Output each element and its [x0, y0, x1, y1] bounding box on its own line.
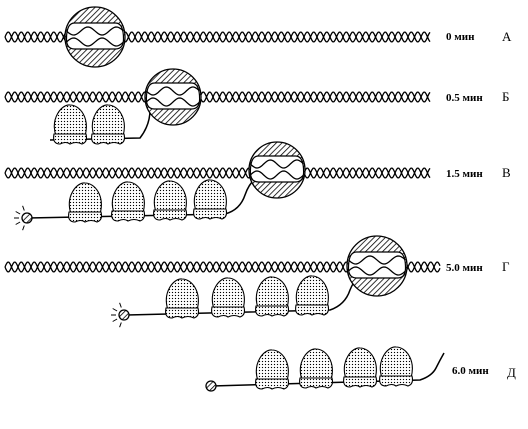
stage-letter-e: Д	[507, 365, 516, 380]
dna-strand	[4, 167, 431, 179]
mrna-cap	[14, 205, 33, 231]
dna-strand	[66, 37, 124, 47]
ribosome-large-subunit	[91, 104, 125, 137]
ribosome-small-subunit	[295, 304, 330, 316]
ribosome	[211, 277, 246, 318]
ribosome-small-subunit	[255, 378, 290, 390]
ribosome-small-subunit	[193, 208, 228, 220]
ribosome-large-subunit	[211, 277, 245, 310]
ribosome-large-subunit	[111, 181, 145, 214]
time-label-c: 1.5 мин	[446, 168, 483, 180]
ribosome-large-subunit	[255, 276, 289, 309]
ribosome-small-subunit	[165, 307, 200, 319]
mrna-strand	[211, 352, 445, 387]
glow-ray	[15, 211, 21, 215]
cap-dot	[21, 212, 33, 224]
dna-strand	[145, 97, 200, 107]
glow-ray	[119, 302, 122, 308]
ribosome-large-subunit	[193, 179, 227, 212]
rna-polymerase	[248, 141, 306, 199]
dna-strand	[348, 266, 406, 276]
time-label-d: 5.0 мин	[446, 262, 483, 274]
ribosome	[68, 182, 103, 223]
time-label-e: 6.0 мин	[452, 365, 489, 377]
stage-letter-a: А	[502, 29, 512, 44]
stage-a: 0 мин А	[4, 6, 512, 68]
ribosome	[299, 348, 334, 389]
cap-dot	[118, 309, 130, 321]
time-label-b: 0.5 мин	[446, 92, 483, 104]
ribosome	[91, 104, 126, 145]
ribosome-small-subunit	[111, 210, 146, 222]
rna-polymerase	[346, 235, 408, 297]
glow-ray	[15, 221, 21, 225]
dna-strand	[4, 167, 431, 179]
ribosome	[295, 275, 330, 316]
ribosome-small-subunit	[343, 376, 378, 388]
rna-polymerase	[144, 68, 202, 126]
glow-ray	[119, 322, 122, 328]
stage-d: 5.0 мин Г	[4, 235, 510, 328]
ribosome-small-subunit	[153, 209, 188, 221]
dna-helix	[4, 167, 431, 179]
ribosome-large-subunit	[153, 180, 187, 213]
ribosome-large-subunit	[379, 346, 413, 379]
dna-strand	[4, 91, 431, 103]
dna-strand	[4, 91, 431, 103]
ribosome	[53, 104, 88, 145]
stage-b: 0.5 мин Б	[4, 68, 509, 145]
ribosome-small-subunit	[91, 133, 126, 145]
ribosome-large-subunit	[255, 349, 289, 382]
stage-letter-d: Г	[502, 259, 510, 274]
dna-strand	[249, 159, 304, 169]
ribosome-large-subunit	[53, 104, 87, 137]
ribosome-large-subunit	[343, 347, 377, 380]
ribosome	[255, 276, 290, 317]
time-label-a: 0 мин	[446, 31, 475, 43]
ribosome-large-subunit	[295, 275, 329, 308]
stage-c: 1.5 мин В	[4, 141, 511, 231]
ribosome-small-subunit	[53, 133, 88, 145]
ribosome-large-subunit	[299, 348, 333, 381]
ribosome-small-subunit	[255, 305, 290, 317]
mrna-cap	[111, 302, 130, 328]
stage-letter-c: В	[502, 165, 511, 180]
ribosome	[193, 179, 228, 220]
stage-letter-b: Б	[502, 89, 509, 104]
ribosome	[343, 347, 378, 388]
dna-strand	[145, 86, 200, 96]
ribosome-large-subunit	[165, 278, 199, 311]
ribosome	[255, 349, 290, 390]
ribosome-small-subunit	[68, 211, 103, 223]
ribosome	[153, 180, 188, 221]
dna-strand	[66, 26, 124, 36]
mrna-cap	[205, 380, 217, 392]
ribosome	[165, 278, 200, 319]
ribosome-small-subunit	[379, 375, 414, 387]
ribosome	[379, 346, 414, 387]
dna-helix	[4, 91, 431, 103]
ribosome-large-subunit	[68, 182, 102, 215]
cap-dot	[205, 380, 217, 392]
mrna-strand	[124, 267, 371, 316]
glow-ray	[112, 308, 118, 312]
stage-e: 6.0 мин Д	[205, 346, 516, 392]
glow-ray	[22, 225, 25, 231]
glow-ray	[22, 205, 25, 211]
ribosome-small-subunit	[299, 377, 334, 389]
glow-ray	[112, 318, 118, 322]
dna-strand	[348, 255, 406, 265]
ribosome	[111, 181, 146, 222]
dna-strand	[249, 170, 304, 180]
rna-polymerase	[64, 6, 126, 68]
ribosome-small-subunit	[211, 306, 246, 318]
